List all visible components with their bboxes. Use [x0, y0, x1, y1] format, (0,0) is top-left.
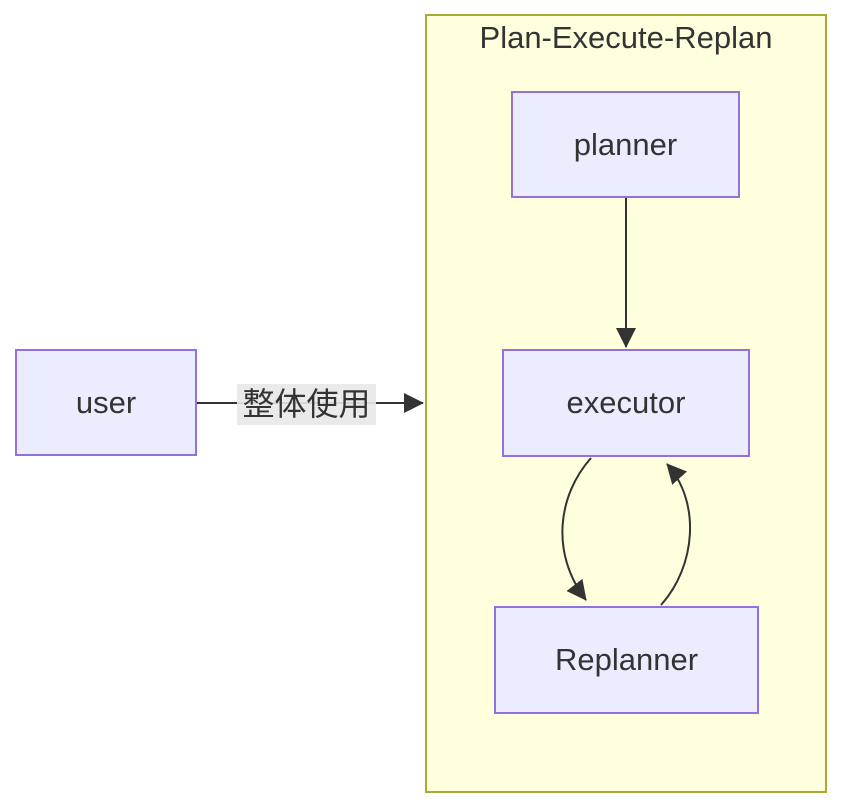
edge-replanner-to-executor [660, 463, 692, 606]
node-executor: executor [502, 349, 750, 457]
node-user: user [15, 349, 197, 456]
node-planner: planner [511, 91, 740, 198]
edge-label-text: 整体使用 [242, 386, 371, 422]
node-replanner: Replanner [494, 606, 759, 714]
edge-executor-to-replanner [561, 457, 592, 601]
node-executor-label: executor [566, 385, 686, 420]
node-planner-label: planner [573, 126, 678, 162]
cluster-title: Plan-Execute-Replan [479, 20, 773, 55]
edge-label-overall-use: 整体使用 [237, 384, 376, 425]
node-replanner-label: Replanner [554, 642, 699, 677]
node-user-label: user [75, 384, 137, 420]
